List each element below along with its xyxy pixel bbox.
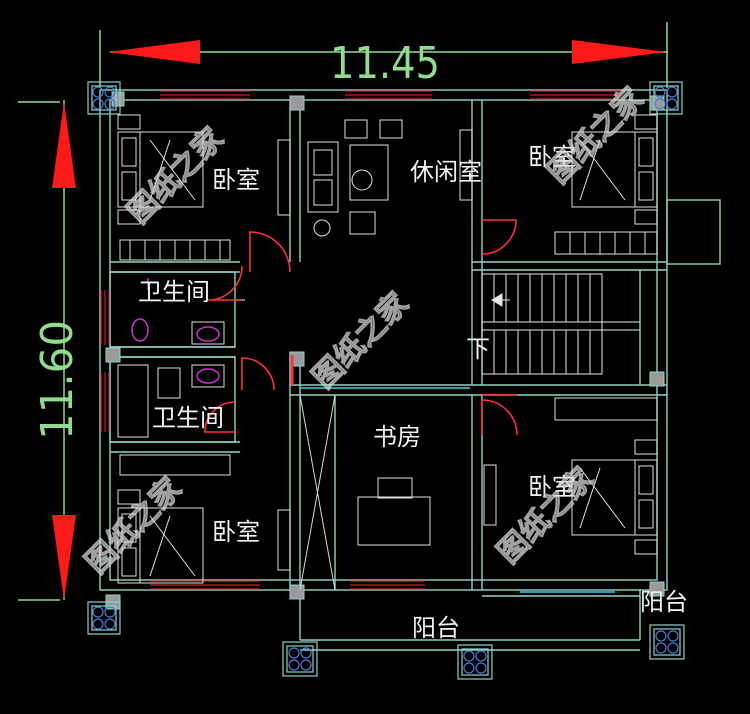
staircase <box>481 273 640 375</box>
window-top-center <box>345 90 432 100</box>
bed-top-left <box>117 114 204 225</box>
dimension-arrows <box>52 40 666 600</box>
cabinet-lounge <box>459 129 473 201</box>
room-bedroom-top-right: 卧室 <box>528 143 576 171</box>
stair-arrow-icon <box>491 293 503 307</box>
bath-fixtures <box>131 278 220 384</box>
door-upper-bath <box>207 265 243 301</box>
pillar-bottom-left <box>87 601 121 635</box>
door-top-left-bedroom <box>249 231 291 273</box>
bed-bottom-left <box>117 489 204 584</box>
furniture <box>117 114 658 584</box>
sofa-set <box>307 119 403 237</box>
room-balcony-bottom: 阳台 <box>412 614 460 642</box>
room-bedroom-top-left: 卧室 <box>212 166 260 194</box>
arrow-right-icon <box>572 40 666 64</box>
bed-right <box>571 439 658 555</box>
window-left-upper <box>100 290 110 345</box>
arrow-left-icon <box>108 40 200 64</box>
pillar-top-right <box>649 81 683 115</box>
height-dimension: 11.60 <box>32 320 83 440</box>
sink-lower <box>191 364 225 388</box>
arrow-up-icon <box>52 102 76 188</box>
pillar-bottom-center <box>457 644 493 680</box>
arrow-down-icon <box>52 515 76 600</box>
window-top-right <box>530 90 620 100</box>
corridor-opening <box>299 394 336 591</box>
room-balcony-right: 阳台 <box>640 588 688 616</box>
window-left-lower <box>100 372 110 432</box>
room-bedroom-right: 卧室 <box>528 473 576 501</box>
door-lounge-right <box>481 219 517 255</box>
bed-top-right <box>571 114 658 225</box>
doors <box>204 219 518 436</box>
door-study-right <box>481 399 518 436</box>
pillar-bottom-right <box>649 624 685 660</box>
sink-lower-basin-icon <box>196 368 220 384</box>
window-bottom-left <box>150 580 260 590</box>
stair-down-label: 下 <box>466 335 490 363</box>
room-study: 书房 <box>373 423 421 451</box>
pillar-top-left <box>87 81 121 115</box>
glass-partitions <box>300 387 615 593</box>
sink-upper <box>191 321 225 345</box>
door-lower-bath-2 <box>204 401 236 433</box>
window-top-left <box>160 90 250 100</box>
desk-bottom-left <box>277 509 291 571</box>
watermark-bottom-left: 图纸之家 <box>79 471 189 581</box>
study-desk <box>357 477 431 546</box>
watermark-top-right: 图纸之家 <box>541 81 651 191</box>
windows <box>100 90 620 590</box>
wardrobe-top-right <box>554 231 658 255</box>
pillar-bottom-mid <box>282 641 318 677</box>
room-bedroom-bottom-left: 卧室 <box>212 518 260 546</box>
shower-lower <box>117 364 149 438</box>
wardrobe-top-left-hangers <box>129 240 221 260</box>
desk-right <box>483 464 497 526</box>
toilet-upper-icon <box>131 318 149 342</box>
wardrobe-right <box>554 397 658 421</box>
toilet-lower <box>157 367 181 399</box>
room-bathroom-lower: 卫生间 <box>152 404 224 432</box>
room-bathroom-upper: 卫生间 <box>138 278 210 306</box>
width-dimension: 11.45 <box>330 38 440 89</box>
window-bottom-study <box>350 580 425 590</box>
wardrobe-top-right-hangers <box>569 232 646 254</box>
watermark-center: 图纸之家 <box>306 286 416 396</box>
door-lower-bath <box>241 357 275 391</box>
sink-upper-basin-icon <box>196 326 220 342</box>
wardrobe-bottom-left <box>119 454 231 476</box>
desk-top-left <box>277 139 291 216</box>
corner-pillars <box>87 81 685 680</box>
room-lounge: 休闲室 <box>410 158 482 186</box>
